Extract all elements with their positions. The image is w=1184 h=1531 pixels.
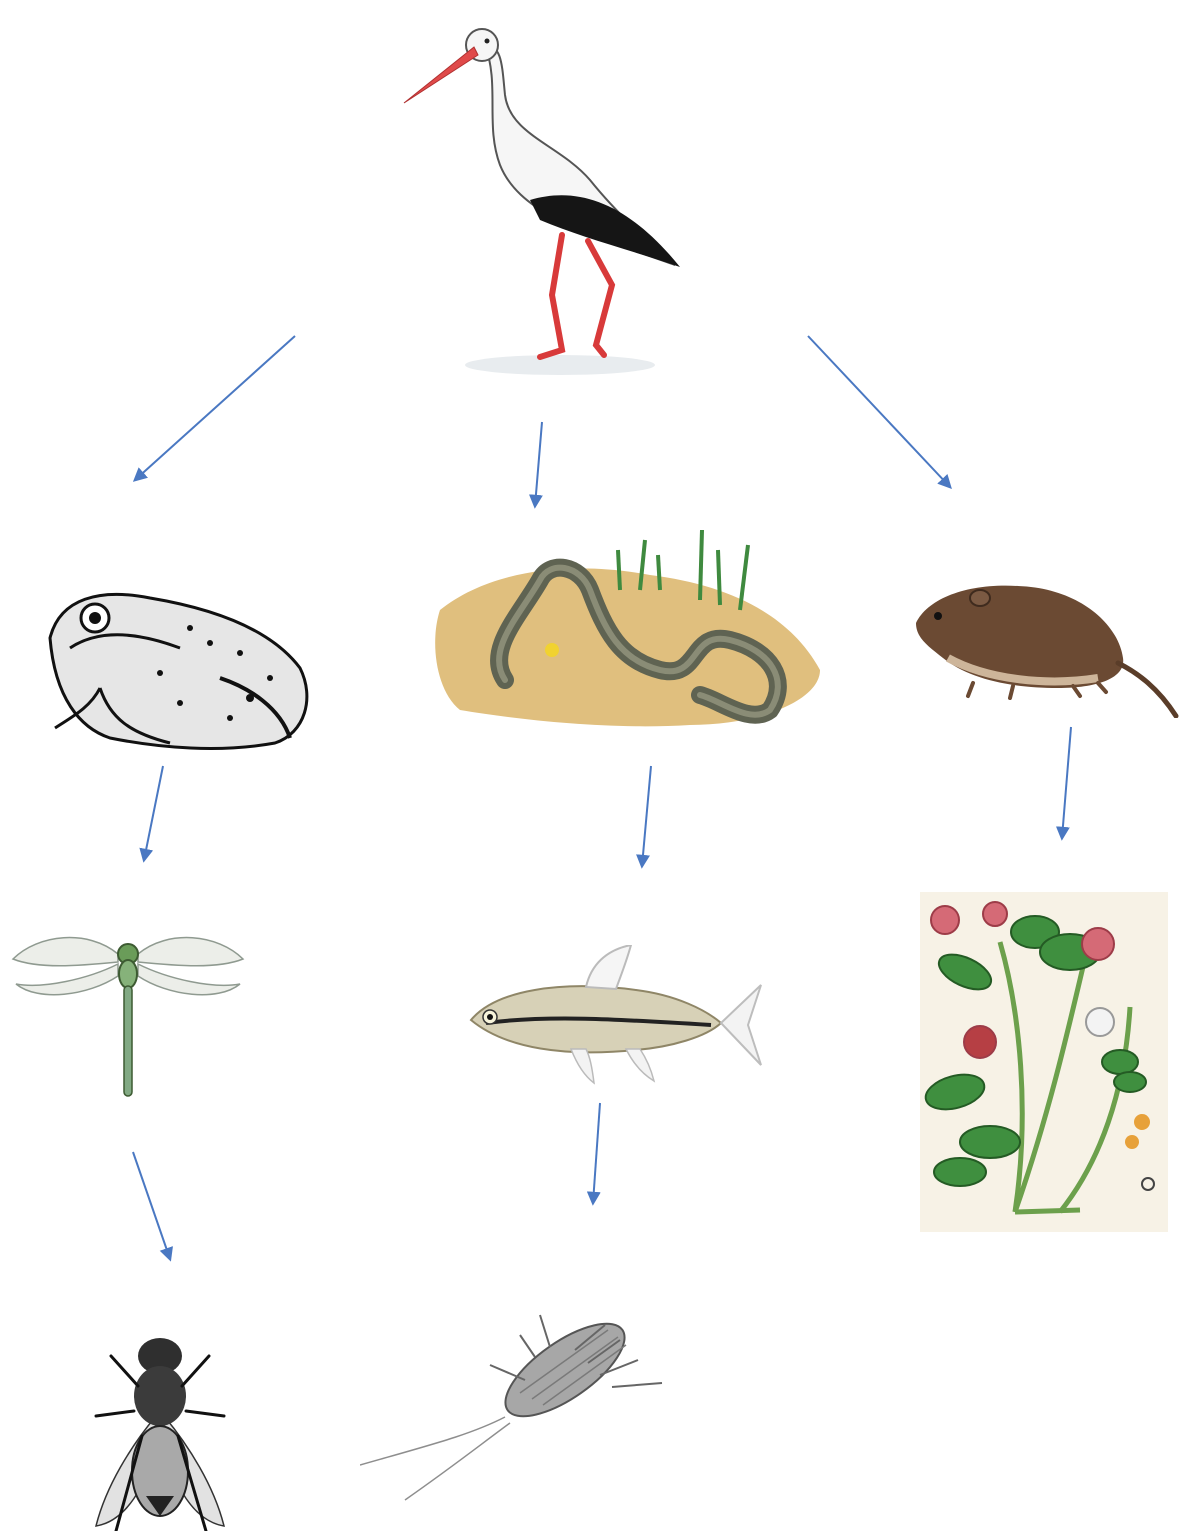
arrow-dragonfly-to-fly xyxy=(133,1152,170,1259)
fish-icon xyxy=(466,945,766,1085)
vole-icon xyxy=(908,578,1180,718)
arrow-snake-to-fish xyxy=(642,766,651,866)
fly-icon xyxy=(86,1326,234,1531)
snake-icon xyxy=(430,520,825,735)
larva-icon xyxy=(360,1305,680,1505)
clover-icon xyxy=(920,892,1168,1232)
stork-icon xyxy=(390,5,690,390)
frog-icon xyxy=(40,578,320,758)
arrow-fish-to-larva xyxy=(593,1103,600,1203)
arrow-stork-to-snake xyxy=(535,422,542,506)
dragonfly-icon xyxy=(8,924,248,1104)
arrow-vole-to-clover xyxy=(1062,727,1071,838)
arrow-stork-to-frog xyxy=(135,336,295,480)
arrow-stork-to-vole xyxy=(808,336,950,487)
arrow-frog-to-dragonfly xyxy=(144,766,163,860)
